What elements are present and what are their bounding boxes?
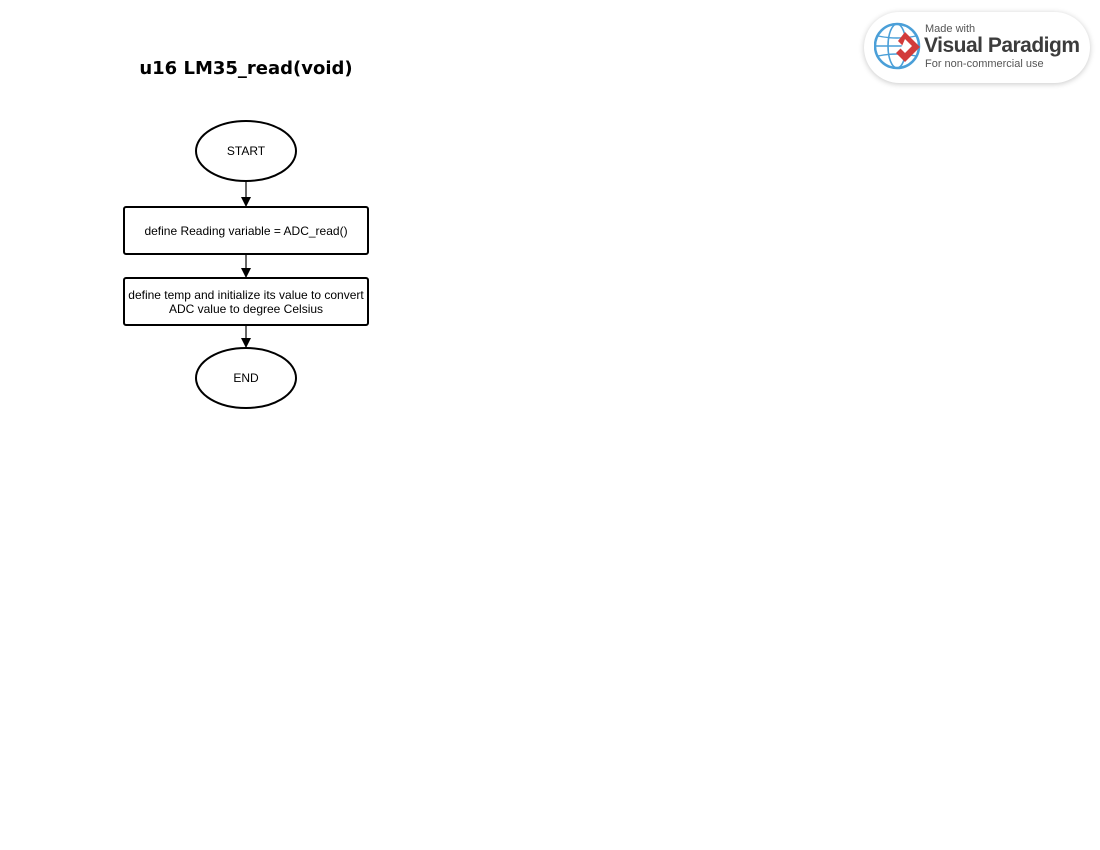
watermark-made-with: Made with xyxy=(925,23,976,35)
end-node-shape[interactable] xyxy=(195,347,297,409)
start-node-label: START xyxy=(226,144,266,158)
process-node-shape-2[interactable] xyxy=(123,277,369,326)
watermark-brand: Visual Paradigm xyxy=(924,34,1080,57)
process-node-label-1: define Reading variable = ADC_read() xyxy=(144,223,348,238)
process-node-label-2: define temp and initialize its value to … xyxy=(128,287,364,316)
end-node-label: END xyxy=(233,371,259,385)
visual-paradigm-watermark: Made with Visual Paradigm For non-commer… xyxy=(864,12,1090,83)
visual-paradigm-logo-icon xyxy=(874,22,921,70)
diagram-title: u16 LM35_read(void) xyxy=(139,58,353,79)
process-node-shape-1[interactable] xyxy=(123,206,369,255)
watermark-license-note: For non-commercial use xyxy=(925,58,1044,70)
